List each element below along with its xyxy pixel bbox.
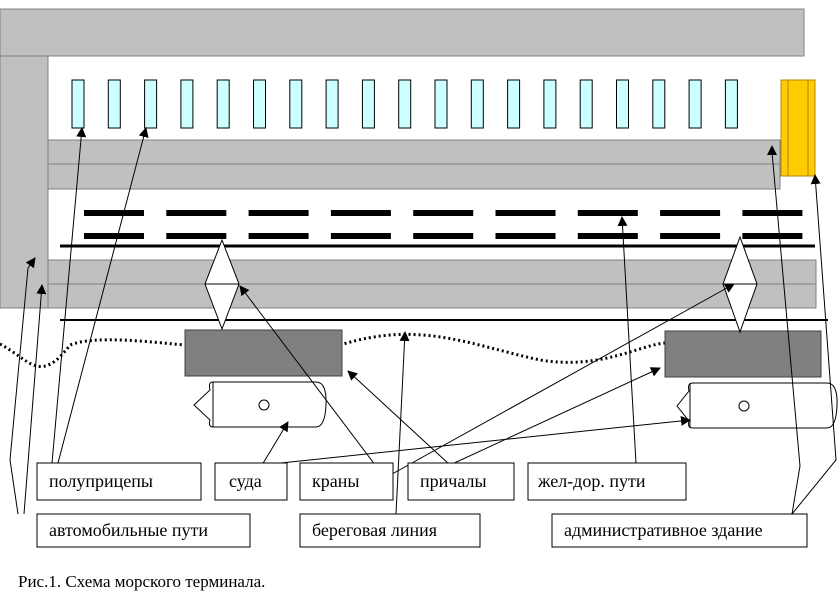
- rail-dash: [495, 210, 556, 216]
- semitrailer: [325, 79, 339, 129]
- semitrailer: [724, 79, 738, 129]
- rail-dash: [166, 210, 227, 216]
- pointer-lines: [9, 127, 837, 515]
- pointer-railways: [617, 216, 637, 464]
- ship-left-porthole: [258, 399, 270, 411]
- road-left: [0, 55, 49, 309]
- berth-right: [664, 330, 822, 378]
- label-admin-building-text: административное здание: [564, 520, 763, 540]
- label-cranes-text: краны: [312, 471, 359, 491]
- label-roads-text: автомобильные пути: [49, 520, 208, 540]
- ship-right: [676, 382, 838, 429]
- semitrailer: [434, 79, 448, 129]
- rail-dash: [742, 210, 803, 216]
- semitrailer: [543, 79, 557, 129]
- semitrailer: [144, 79, 158, 129]
- railway-tracks: [84, 210, 803, 239]
- rail-dash: [660, 210, 721, 216]
- admin-building-stripe: [787, 79, 809, 177]
- semitrailer: [253, 79, 266, 129]
- semitrailer: [107, 79, 121, 129]
- label-railways-text: жел-дор. пути: [537, 471, 646, 491]
- label-shoreline: береговая линия: [299, 513, 481, 548]
- pointer-semitrailer-b: [57, 127, 149, 464]
- rail-dash: [248, 233, 309, 239]
- road-top: [0, 8, 805, 57]
- rail-dash: [660, 233, 721, 239]
- rail-dash: [84, 210, 144, 216]
- semitrailer: [289, 79, 303, 129]
- label-berths: причалы: [407, 462, 515, 501]
- semitrailer: [71, 79, 85, 129]
- pointer-roads-a: [9, 267, 29, 515]
- rail-dash: [330, 210, 391, 216]
- pointer-berths-a: [347, 370, 451, 466]
- rail-dash: [742, 233, 803, 239]
- shoreline-curve: [0, 332, 820, 368]
- ship-right-porthole: [738, 400, 750, 412]
- pointer-semitrailer-a: [51, 127, 87, 464]
- label-ships-text: суда: [229, 471, 262, 491]
- berth-left: [184, 329, 343, 377]
- semitrailer: [652, 79, 666, 129]
- label-cranes: краны: [299, 462, 394, 501]
- pointer-ships-a: [261, 421, 289, 466]
- label-roads: автомобильные пути: [36, 513, 251, 548]
- rail-dash: [495, 233, 556, 239]
- rail-dash: [248, 210, 309, 216]
- rail-dash: [84, 233, 144, 239]
- semitrailer: [216, 79, 230, 129]
- rail-dash: [577, 233, 638, 239]
- semitrailer: [579, 79, 593, 129]
- rail-dash: [577, 210, 638, 216]
- pointer-roads-c: [23, 284, 47, 515]
- semitrailer: [688, 79, 702, 129]
- semitrailer: [470, 79, 484, 129]
- pointer-cranes-b: [384, 283, 735, 479]
- pointer-cranes-a: [239, 285, 386, 479]
- label-semitrailers: полуприцепы: [36, 462, 202, 501]
- label-shoreline-text: береговая линия: [312, 520, 437, 540]
- semitrailer: [507, 79, 521, 129]
- rail-dash: [166, 233, 227, 239]
- semitrailer: [398, 79, 412, 129]
- semitrailer-row: [71, 79, 738, 129]
- pointer-admin-a: [771, 151, 801, 515]
- semitrailer: [180, 79, 194, 129]
- pointer-admin-c: [791, 174, 837, 515]
- label-ships: суда: [214, 462, 288, 501]
- pointer-berths-b: [449, 367, 661, 466]
- rail-dash: [330, 233, 391, 239]
- admin-building: [780, 79, 816, 177]
- pointer-ships-b: [261, 415, 691, 466]
- figure-caption: Рис.1. Схема морского терминала.: [18, 572, 266, 591]
- label-admin-building: административное здание: [551, 513, 808, 548]
- label-railways: жел-дор. пути: [527, 462, 687, 501]
- pointer-shoreline: [395, 331, 410, 515]
- semitrailer: [361, 79, 375, 129]
- semitrailer: [616, 79, 629, 129]
- pointer-roads-b: [25, 257, 36, 269]
- rail-dash: [413, 233, 474, 239]
- label-berths-text: причалы: [420, 471, 487, 491]
- label-semitrailers-text: полуприцепы: [49, 471, 153, 491]
- rail-dash: [413, 210, 474, 216]
